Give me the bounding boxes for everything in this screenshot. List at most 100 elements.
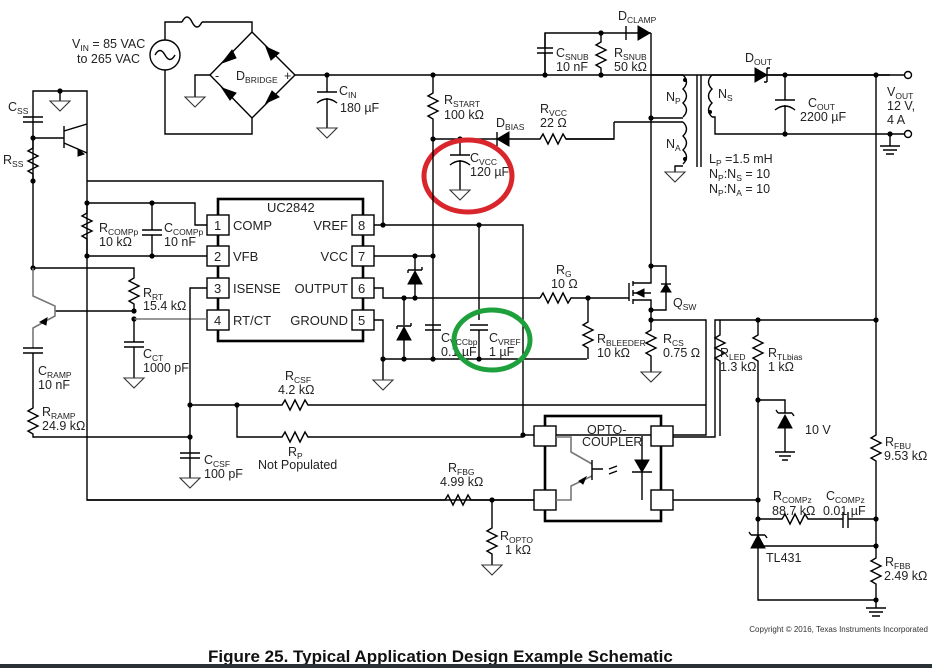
uc2842-ic [216,197,365,343]
rsnub-label: RSNUB [614,46,647,62]
rtlbias-value: 1 kΩ [768,360,794,374]
tl431-label: TL431 [766,551,801,565]
vout-current: 4 A [887,113,906,127]
rcompz-value: 88.7 kΩ [772,504,815,518]
dclamp-diode [625,25,651,41]
opto-label-2: COUPLER [582,435,642,449]
earth-ground-icon [880,134,900,155]
svg-text:2: 2 [214,249,221,264]
svg-text:8: 8 [358,218,365,233]
rss-label: RSS [3,153,24,169]
ccompz-value: 0.01 µF [823,504,866,518]
ac-source [149,39,181,71]
rrt-value: 15.4 kΩ [143,299,186,313]
csnub-capacitor [537,33,553,75]
svg-text:VFB: VFB [233,249,258,264]
ropto-value: 1 kΩ [505,543,531,557]
rg-value: 10 Ω [551,277,578,291]
ground-icon [48,100,72,112]
rbleeder-resistor [581,298,595,359]
rcs-value: 0.75 Ω [663,346,700,360]
svg-text:COMP: COMP [233,218,272,233]
rsnub-resistor [594,33,608,75]
rcsf-resistor [190,398,706,412]
ccompp-capacitor [142,203,162,256]
dbias-label: DBIAS [496,116,525,132]
cct-label: CCT [143,347,163,363]
zener-10v [758,399,795,461]
fuse-icon [181,16,203,28]
rcsf-label: RCSF [285,369,311,385]
svg-text:GROUND: GROUND [290,313,348,328]
rfbg-resistor [87,493,536,507]
rstart-label: RSTART [444,93,480,109]
rg-resistor [539,291,629,305]
bridge-minus: - [215,69,219,83]
csnub-label: CSNUB [556,46,589,62]
rcs-label: RCS [663,332,684,348]
optocoupler [533,414,674,523]
rfbb-label: RFBB [885,555,911,571]
css-capacitor [23,116,43,123]
rcs-resistor [644,320,658,372]
dbias-diode [496,131,510,147]
rfbu-resistor [869,318,883,546]
cin-capacitor [315,75,339,139]
rfbu-value: 9.53 kΩ [884,449,927,463]
dout-diode [754,67,770,83]
svg-text:3: 3 [214,281,221,296]
cvref-capacitor [470,324,488,359]
vout-voltage: 12 V, [887,99,915,113]
ccompz-label: CCOMPz [826,489,865,505]
rstart-resistor [426,75,440,138]
rramp-value: 24.9 kΩ [42,419,85,433]
rg-label: RG [556,263,572,279]
rbleeder-value: 10 kΩ [597,346,630,360]
rcompz-ccompz [758,512,876,528]
vout-terminal-pos [903,70,913,80]
ns-winding [707,74,713,118]
csnub-value: 10 nF [556,60,588,74]
rcsf-value: 4.2 kΩ [278,383,314,397]
ramp-transistor [32,268,56,348]
rrt-resistor [33,267,141,310]
svg-text:7: 7 [358,249,365,264]
rfbg-value: 4.99 kΩ [440,475,483,489]
rfbg-label: RFBG [448,461,475,477]
rramp-label: RRAMP [42,405,76,421]
vin-label: VIN = 85 VAC [72,37,145,53]
rled-resistor [713,320,727,436]
svg-text:VCC: VCC [321,249,348,264]
svg-text:6: 6 [358,281,365,296]
cout-capacitor [774,75,796,134]
rcompp-value: 10 kΩ [99,235,132,249]
ccsf-capacitor [180,452,200,459]
zener-value: 10 V [805,423,831,437]
cvcc-value: 120 µF [470,165,510,179]
cin-value: 180 µF [340,101,380,115]
css-label: CSS [8,100,29,116]
cout-label: COUT [808,96,835,112]
svg-text:4: 4 [214,313,221,328]
rcompp-label: RCOMPp [99,221,139,237]
na-winding [682,121,688,165]
bottom-bar [0,664,932,668]
qsw-label: QSW [673,296,696,312]
vout-terminal-neg [903,129,913,139]
opto-label-1: OPTO- [587,423,626,437]
light-arrows-icon [608,465,618,475]
rp-label: RP [288,445,303,461]
rfbb-resistor [866,546,886,617]
ns-label: NS [718,87,733,103]
rp-value: Not Populated [258,458,337,472]
dbridge-label: DBRIDGE [236,69,278,85]
ic-pin-3: 3 ISENSE [206,277,281,299]
ic-pin-5: 5 GROUND [290,309,375,331]
svg-text:OUTPUT: OUTPUT [295,281,349,296]
dout-label: DOUT [745,51,772,67]
rbleeder-label: RBLEEDER [597,332,646,348]
rvcc-label: RVCC [540,102,567,118]
vout-label: VOUT [887,85,913,101]
ic-pin-7: 7 VCC [321,245,375,267]
diode-bridge [209,31,296,119]
